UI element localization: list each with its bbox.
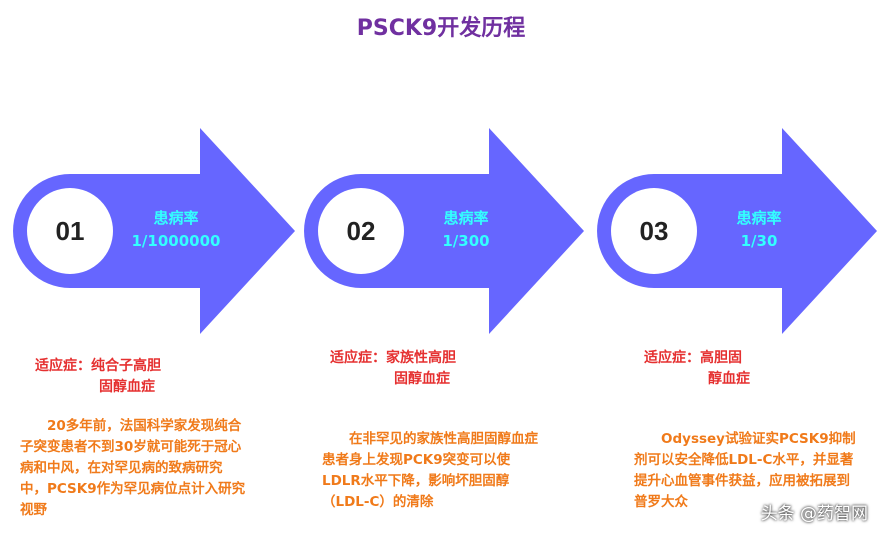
step-2-number: 02 (347, 216, 376, 246)
step-3-indication: 适应症：高胆固 醇血症 (644, 348, 750, 390)
step-3-number: 03 (640, 216, 669, 246)
step-1-arrow: 01 患病率 1/1000000 (13, 128, 295, 334)
step-1-indication-line2: 固醇血症 (99, 379, 155, 395)
step-2-rate-value: 1/300 (442, 232, 489, 250)
step-2-circle (318, 188, 404, 274)
step-3-circle (611, 188, 697, 274)
step-2-rate-label: 患病率 (443, 209, 488, 227)
step-1-circle (27, 188, 113, 274)
page-title: PSCK9开发历程 (356, 16, 526, 41)
step-1-rate-label: 患病率 (153, 209, 198, 227)
step-2-indication: 适应症：家族性高胆 固醇血症 (330, 348, 456, 390)
step-2-indication-label: 适应症： (330, 350, 386, 366)
step-1-indication-label: 适应症： (35, 358, 91, 374)
step-1-rate-value: 1/1000000 (132, 232, 221, 250)
watermark: 头条 @药智网 (760, 504, 868, 524)
step-1-indication-line1: 纯合子高胆 (91, 358, 161, 374)
step-3-rate-label: 患病率 (736, 209, 781, 227)
step-3-indication-line1: 高胆固 (700, 350, 742, 366)
step-3-indication-line2: 醇血症 (708, 371, 750, 387)
step-2-arrow: 02 患病率 1/300 (304, 128, 584, 334)
step-3-description: Odyssey试验证实PCSK9抑制剂可以安全降低LDL-C水平，并显著提升心血… (634, 431, 856, 510)
step-2-indication-line2: 固醇血症 (394, 371, 450, 387)
step-1-number: 01 (56, 216, 85, 246)
step-1-indication: 适应症：纯合子高胆 固醇血症 (35, 356, 161, 398)
step-3-rate-value: 1/30 (741, 232, 778, 250)
step-2-description: 在非罕见的家族性高胆固醇血症患者身上发现PCK9突变可以使LDLR水平下降，影响… (322, 431, 538, 510)
step-3-arrow: 03 患病率 1/30 (597, 128, 877, 334)
step-1-description: 20多年前，法国科学家发现纯合子突变患者不到30岁就可能死于冠心病和中风，在对罕… (20, 418, 246, 518)
step-2-indication-line1: 家族性高胆 (386, 350, 456, 366)
step-3-indication-label: 适应症： (644, 350, 700, 366)
